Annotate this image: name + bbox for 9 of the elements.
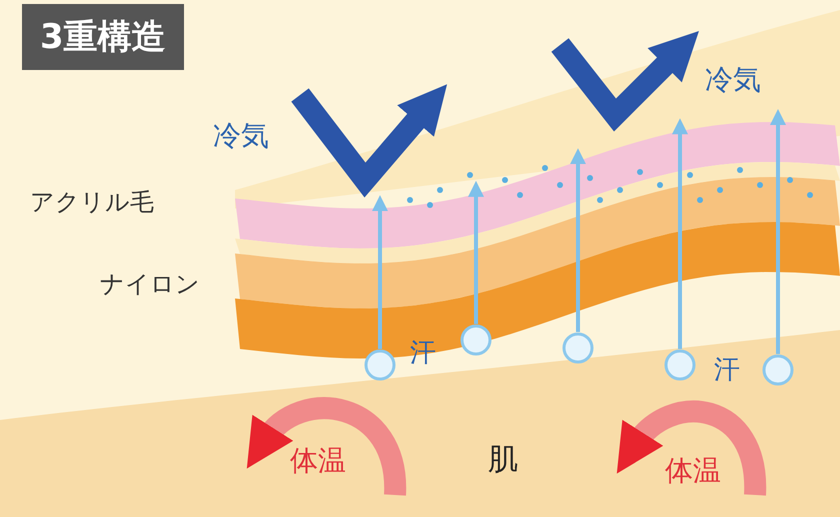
air-label: 冷気 [213,122,269,150]
heat-label: 体温 [665,457,721,485]
skin-label: 肌 [488,445,518,475]
title-banner: 3重構造 [22,4,184,70]
layer-label: アクリル毛 [30,190,154,214]
layer-label: ナイロン [100,272,200,296]
sweat-label: 汗 [714,357,740,383]
air-label: 冷気 [705,66,761,94]
heat-label: 体温 [290,447,346,475]
